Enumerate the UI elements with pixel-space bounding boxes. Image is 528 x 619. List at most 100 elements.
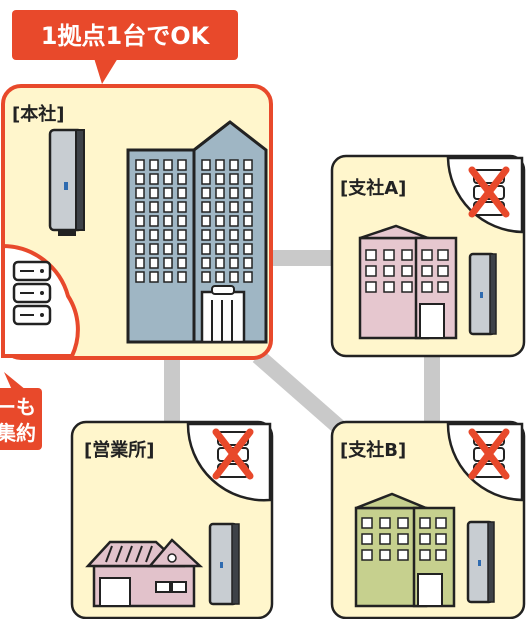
- server-removed-icon: [468, 428, 510, 480]
- site-card-branch-a: [支社A]: [330, 154, 526, 358]
- window: [365, 281, 377, 293]
- window: [435, 517, 447, 529]
- window: [419, 517, 431, 529]
- window: [401, 249, 413, 261]
- window: [435, 549, 447, 561]
- connector-lines: [164, 250, 440, 435]
- router-icon: [468, 252, 497, 336]
- window: [421, 281, 433, 293]
- site-card-sales: [営業所]: [70, 420, 274, 619]
- window: [177, 257, 187, 269]
- window: [215, 271, 225, 283]
- window: [215, 159, 225, 171]
- shop-house-icon: [85, 538, 204, 608]
- router-icon: [48, 128, 85, 236]
- window: [229, 187, 239, 199]
- office-tower-icon: [126, 120, 268, 344]
- server-rack-icon: [12, 260, 52, 326]
- window: [201, 243, 211, 255]
- window: [215, 201, 225, 213]
- callout-server-consolidation-line1: ーも: [0, 395, 36, 419]
- window: [149, 173, 159, 185]
- window: [177, 201, 187, 213]
- window: [437, 281, 449, 293]
- window: [135, 271, 145, 283]
- window: [201, 201, 211, 213]
- window: [365, 249, 377, 261]
- window: [243, 243, 253, 255]
- window: [243, 173, 253, 185]
- window: [201, 173, 211, 185]
- site-label-honsha: [本社]: [12, 103, 64, 125]
- window: [243, 215, 253, 227]
- window: [379, 549, 391, 561]
- window: [163, 187, 173, 199]
- window: [163, 229, 173, 241]
- window: [379, 533, 391, 545]
- window: [383, 265, 395, 277]
- window: [201, 257, 211, 269]
- window: [229, 229, 239, 241]
- window: [243, 159, 253, 171]
- window: [383, 281, 395, 293]
- window: [419, 549, 431, 561]
- window: [215, 215, 225, 227]
- window: [229, 271, 239, 283]
- window: [243, 271, 253, 283]
- window: [149, 159, 159, 171]
- window: [215, 187, 225, 199]
- site-label-sales: [営業所]: [84, 439, 154, 461]
- window: [163, 215, 173, 227]
- window: [177, 173, 187, 185]
- window: [163, 271, 173, 283]
- window: [361, 549, 373, 561]
- window: [163, 173, 173, 185]
- window: [215, 229, 225, 241]
- window: [401, 265, 413, 277]
- window: [135, 187, 145, 199]
- window: [163, 159, 173, 171]
- window: [177, 229, 187, 241]
- window: [437, 249, 449, 261]
- window: [243, 201, 253, 213]
- branch-building-icon: [354, 492, 456, 608]
- site-card-honsha: [本社]: [1, 84, 273, 360]
- window: [215, 243, 225, 255]
- server-bubble-honsha: [1, 243, 80, 358]
- window: [163, 257, 173, 269]
- site-card-branch-b: [支社B]: [330, 420, 526, 619]
- window: [177, 159, 187, 171]
- window: [215, 173, 225, 185]
- window: [177, 271, 187, 283]
- window: [435, 533, 447, 545]
- window: [201, 271, 211, 283]
- window: [421, 249, 433, 261]
- callout-server-consolidation-line2: 集約: [0, 421, 36, 445]
- window: [149, 271, 159, 283]
- window: [135, 215, 145, 227]
- callout-server-consolidation: ーも 集約: [0, 372, 42, 450]
- window: [229, 215, 239, 227]
- window: [397, 549, 409, 561]
- server-removed-icon: [212, 428, 254, 480]
- window: [201, 215, 211, 227]
- window: [397, 533, 409, 545]
- window: [229, 257, 239, 269]
- window: [163, 201, 173, 213]
- server-removed-icon: [468, 166, 510, 218]
- window: [401, 281, 413, 293]
- window: [379, 517, 391, 529]
- window: [135, 229, 145, 241]
- window: [397, 517, 409, 529]
- window: [383, 249, 395, 261]
- window: [149, 187, 159, 199]
- window: [229, 173, 239, 185]
- window: [135, 159, 145, 171]
- window: [229, 201, 239, 213]
- window: [361, 517, 373, 529]
- window: [149, 243, 159, 255]
- connector-hq-branch-b: [252, 349, 346, 435]
- window: [177, 187, 187, 199]
- window: [243, 187, 253, 199]
- window: [135, 257, 145, 269]
